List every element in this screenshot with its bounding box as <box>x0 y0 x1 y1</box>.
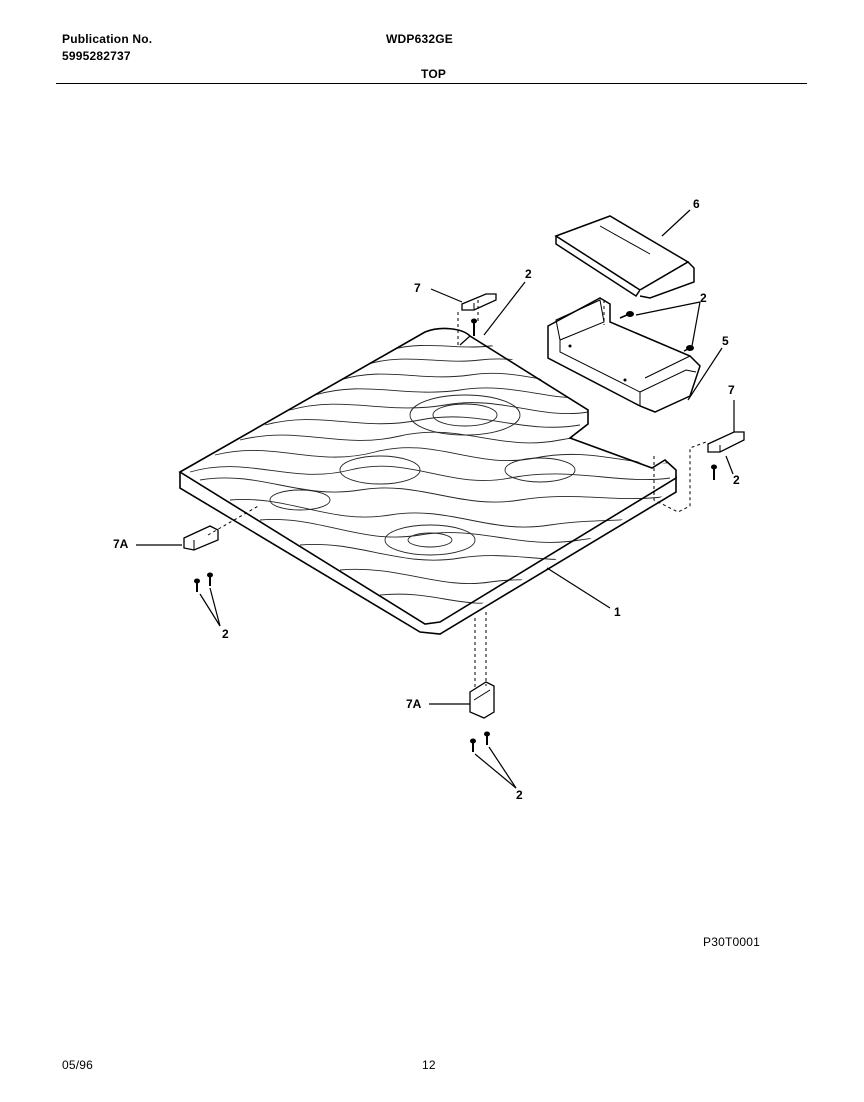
clip-part <box>707 431 745 453</box>
callout-part-2: 2 <box>700 291 707 305</box>
assembly-guide-lines <box>207 300 707 690</box>
model-number: WDP632GE <box>386 32 453 46</box>
callout-part-7: 7 <box>728 383 735 397</box>
screw-icon <box>207 572 213 586</box>
bracket-part <box>183 525 219 551</box>
publication-date: 05/96 <box>62 1058 94 1072</box>
publication-number: 5995282737 <box>62 49 131 63</box>
screw-icon <box>683 345 694 352</box>
screw-icon <box>471 318 477 336</box>
callout-part-2: 2 <box>222 627 229 641</box>
support-part <box>547 297 701 413</box>
callout-part-2: 2 <box>733 473 740 487</box>
callout-part-2: 2 <box>516 788 523 802</box>
wood-top-part <box>178 327 677 635</box>
callout-part-7a: 7A <box>113 537 129 551</box>
callout-part-6: 6 <box>693 197 700 211</box>
bracket-part <box>469 681 495 719</box>
callout-part-7: 7 <box>414 281 421 295</box>
section-title: TOP <box>421 67 447 81</box>
callout-part-5: 5 <box>722 334 729 348</box>
screw-icon <box>619 311 634 319</box>
screw-icon <box>470 738 476 752</box>
screw-icon <box>711 464 717 480</box>
callout-part-2: 2 <box>525 267 532 281</box>
header-rule <box>56 83 807 84</box>
leader-lines <box>136 209 735 789</box>
callout-part-1: 1 <box>614 605 621 619</box>
page-number: 12 <box>422 1058 436 1072</box>
screw-icon <box>194 578 200 592</box>
callout-part-7a: 7A <box>406 697 422 711</box>
drawing-code: P30T0001 <box>703 935 760 949</box>
screw-icon <box>484 731 490 745</box>
cover-part <box>554 215 695 299</box>
clip-part <box>461 293 497 311</box>
publication-label: Publication No. <box>62 32 153 46</box>
